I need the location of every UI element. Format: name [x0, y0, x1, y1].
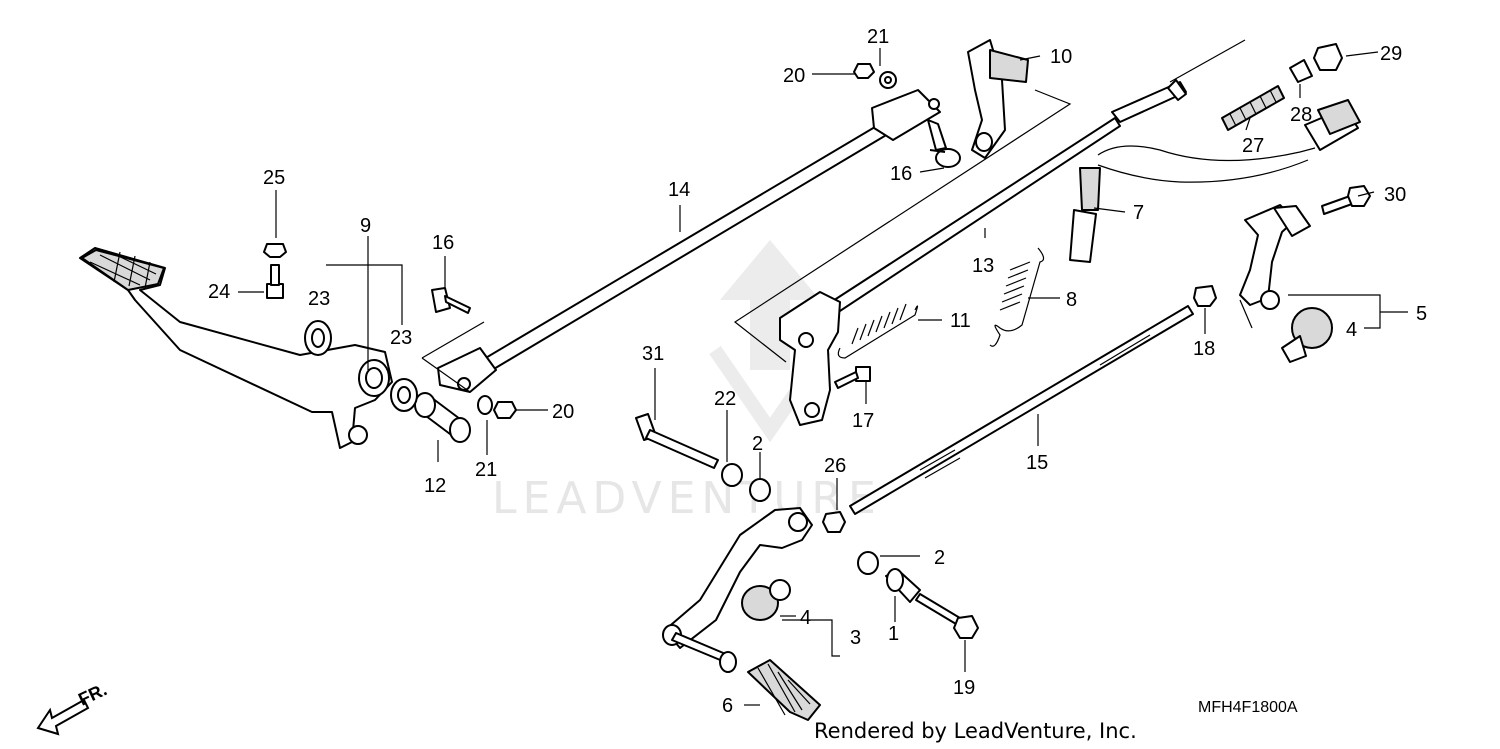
collar-12 — [414, 392, 471, 443]
nut-25 — [263, 243, 287, 258]
callout-25: 25 — [263, 167, 285, 189]
pin-16a — [431, 287, 471, 314]
joint-4a — [741, 579, 791, 621]
callout-20: 20 — [552, 401, 574, 423]
pedal-rubber-6 — [747, 659, 821, 721]
watermark: LEADVENTURE — [492, 240, 882, 524]
nut-29 — [1313, 43, 1343, 71]
gearshift-pedal-3 — [662, 507, 813, 673]
pin-16b — [927, 119, 961, 168]
spring-27 — [1221, 85, 1285, 131]
callout-11: 11 — [950, 310, 971, 332]
bolt-24 — [266, 264, 284, 299]
nut-20a — [853, 63, 875, 79]
brake-pedal — [79, 247, 393, 449]
callout-23: 23 — [390, 327, 412, 349]
callout-14: 14 — [668, 179, 690, 201]
callout-1: 1 — [888, 623, 899, 645]
bolt-31 — [635, 413, 719, 469]
callout-12: 12 — [424, 475, 446, 497]
callout-4: 4 — [800, 607, 811, 629]
callout-20: 20 — [783, 65, 805, 87]
spring-11 — [837, 303, 919, 359]
callout-19: 19 — [953, 677, 975, 699]
collar-1 — [885, 568, 921, 603]
callout-3: 3 — [850, 627, 861, 649]
brake-rod-14 — [437, 89, 941, 393]
svg-text:LEADVENTURE: LEADVENTURE — [492, 473, 882, 524]
bolt-17 — [834, 366, 871, 389]
callout-18: 18 — [1193, 338, 1215, 360]
cap-28 — [1289, 59, 1313, 83]
seal-2b — [857, 551, 879, 575]
callout-29: 29 — [1380, 43, 1402, 65]
callout-2: 2 — [752, 433, 763, 455]
callout-21: 21 — [867, 26, 889, 48]
callout-28: 28 — [1290, 104, 1312, 126]
callout-8: 8 — [1066, 289, 1077, 311]
joint-4b — [1281, 307, 1333, 363]
brake-switch-7 — [1069, 99, 1361, 263]
callout-26: 26 — [824, 455, 846, 477]
callout-5: 5 — [1416, 303, 1427, 325]
brake-arm-10 — [967, 39, 1029, 159]
callout-27: 27 — [1242, 135, 1264, 157]
callout-4: 4 — [1346, 319, 1357, 341]
credit-text: Rendered by LeadVenture, Inc. — [814, 719, 1137, 743]
nut-26 — [822, 511, 846, 533]
callout-10: 10 — [1050, 46, 1072, 68]
callout-21: 21 — [475, 459, 497, 481]
front-direction-arrow: FR. — [36, 679, 110, 736]
callout-labels: 1 2 2 3 4 4 5 6 7 8 9 10 11 12 13 14 15 … — [208, 26, 1427, 717]
brake-cable-13 — [787, 39, 1246, 341]
bolt-30 — [1321, 185, 1371, 215]
callout-16: 16 — [432, 232, 454, 254]
bolt-19 — [915, 593, 979, 639]
callout-30: 30 — [1384, 184, 1406, 206]
washer-22 — [721, 463, 743, 487]
leader-lines — [238, 48, 1408, 706]
callout-17: 17 — [852, 410, 874, 432]
callout-2: 2 — [934, 547, 945, 569]
callout-16: 16 — [890, 163, 912, 185]
nut-20b — [493, 401, 517, 419]
gearshift-arm-5 — [1239, 204, 1311, 310]
callout-7: 7 — [1133, 202, 1144, 224]
callout-22: 22 — [714, 388, 736, 410]
callout-23: 23 — [308, 288, 330, 310]
spring-8 — [989, 247, 1045, 347]
callout-6: 6 — [722, 695, 733, 717]
callout-31: 31 — [642, 343, 664, 365]
diagram-code: MFH4F1800A — [1198, 699, 1298, 716]
washer-21b — [477, 395, 493, 415]
callout-13: 13 — [972, 255, 994, 277]
callout-15: 15 — [1026, 452, 1048, 474]
nut-18 — [1193, 285, 1217, 307]
brake-pivot-lever — [779, 291, 841, 426]
callout-24: 24 — [208, 281, 230, 303]
seal-2a — [749, 478, 771, 502]
shift-rod-15 — [849, 305, 1194, 515]
callout-9: 9 — [360, 215, 371, 237]
